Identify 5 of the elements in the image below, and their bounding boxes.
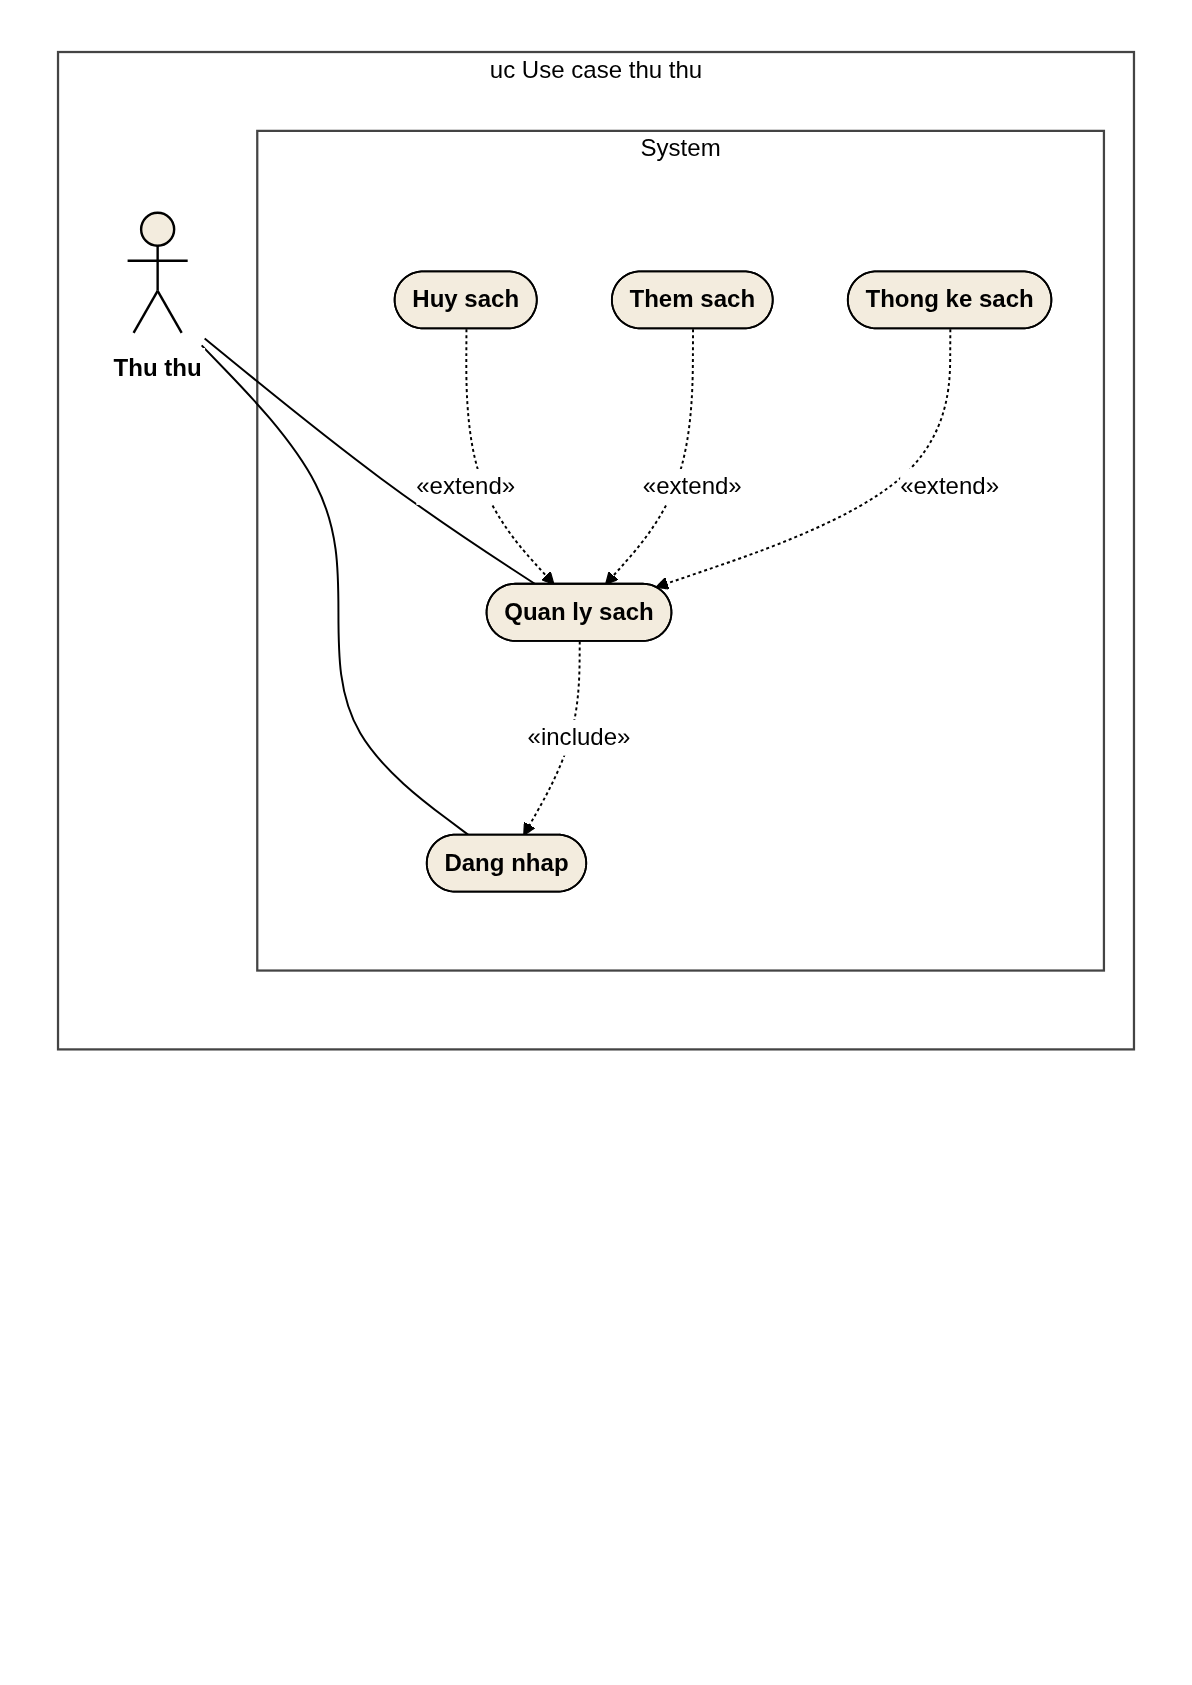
edge-label: «include» — [527, 724, 631, 750]
edge-label: «extend» — [416, 473, 516, 499]
edge-label: «extend» — [900, 473, 1000, 499]
arrow — [655, 328, 952, 590]
edge-label: «extend» — [642, 473, 742, 499]
